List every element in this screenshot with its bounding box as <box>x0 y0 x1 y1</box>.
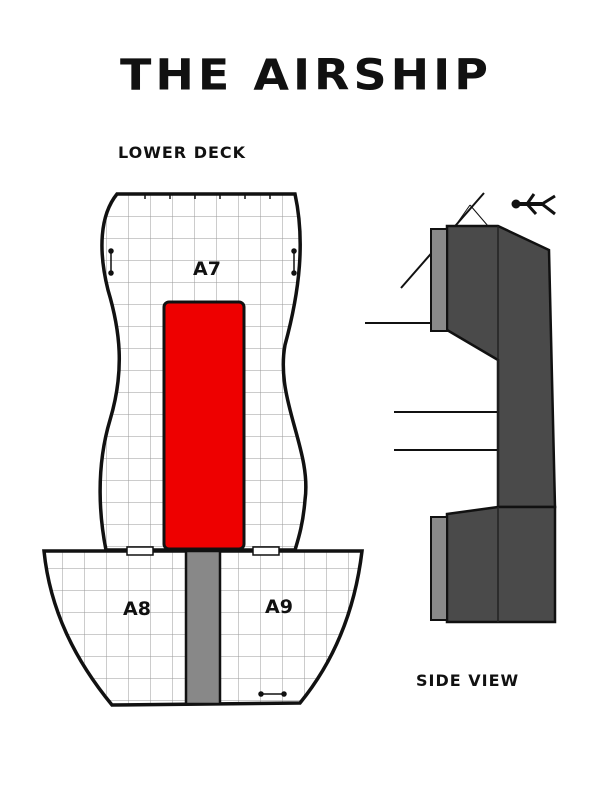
lower-deck-label: LOWER DECK <box>118 143 247 162</box>
door-right <box>252 546 280 556</box>
side-lower-panel <box>430 516 448 621</box>
lower-hull-section: A8 A9 <box>42 546 364 707</box>
scale-bar-icon <box>108 248 297 276</box>
side-view-label: SIDE VIEW <box>416 671 520 690</box>
page-title: THE AIRSHIP <box>120 50 492 100</box>
room-label-a9: A9 <box>265 596 293 618</box>
side-view-diagram <box>365 192 557 624</box>
room-label-a8: A8 <box>123 598 151 620</box>
scale-bar-icon <box>258 691 287 697</box>
central-corridor <box>184 549 222 706</box>
side-lower-hull <box>445 505 557 624</box>
door-left <box>126 546 154 556</box>
upper-hull-section: A7 <box>98 192 308 552</box>
red-engine-block <box>162 300 246 551</box>
stick-figure-icon <box>511 193 556 216</box>
side-upper-panel <box>430 228 448 332</box>
side-upper-hull <box>445 224 557 509</box>
room-label-a7: A7 <box>193 258 221 280</box>
